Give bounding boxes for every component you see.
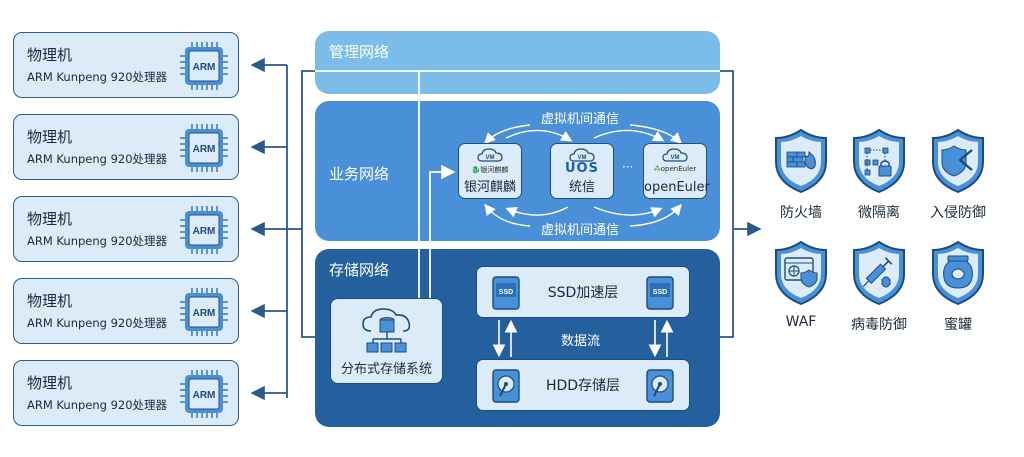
vm-cloud-icon: VM xyxy=(569,148,595,162)
micro-segmentation-icon xyxy=(853,128,905,194)
vm-ellipsis: ··· xyxy=(622,160,634,174)
pm-subtitle: ARM Kunpeng 920处理器 xyxy=(27,398,168,412)
security-label: 病毒防御 xyxy=(851,317,907,333)
ssd-icon: SSD xyxy=(646,276,674,310)
distributed-storage-label: 分布式存储系统 xyxy=(340,362,432,377)
right-bracket-line xyxy=(720,70,734,338)
svg-text:VM: VM xyxy=(578,155,587,161)
firewall-icon xyxy=(775,128,827,194)
arm-chip-icon: ARM xyxy=(180,42,228,90)
management-network-label: 管理网络 xyxy=(329,43,390,61)
arm-chip-icon: ARM xyxy=(180,370,228,418)
vm-openeuler: VM ⁂openEuler openEuler xyxy=(643,143,710,199)
vm-os-name: 银河麒麟 xyxy=(463,180,516,195)
physical-machine-4: 物理机 ARM Kunpeng 920处理器 ARM xyxy=(13,278,239,344)
vm-comm-label-bottom: 虚拟机间通信 xyxy=(541,223,620,238)
vm-kylin: VM 🐉银河麒麟 银河麒麟 xyxy=(458,143,522,199)
security-label: 微隔离 xyxy=(858,205,900,221)
security-intrusion-prevention: 入侵防御 xyxy=(923,128,993,222)
chip-label: ARM xyxy=(193,308,216,319)
distributed-storage-box: 分布式存储系统 xyxy=(330,298,443,384)
openeuler-logo-icon: ⁂openEuler xyxy=(653,165,697,173)
arm-chip-icon: ARM xyxy=(180,288,228,336)
vm-cloud-icon: VM xyxy=(662,148,688,162)
hdd-layer: HDD存储层 xyxy=(476,359,690,411)
uos-logo-icon: UOS xyxy=(565,161,599,176)
arm-chip-icon: ARM xyxy=(180,206,228,254)
distributed-storage-icon xyxy=(362,308,411,353)
chip-label: ARM xyxy=(193,62,216,73)
svg-text:VM: VM xyxy=(671,155,680,161)
arm-chip-icon: ARM xyxy=(180,124,228,172)
kylin-logo-icon: 🐉银河麒麟 xyxy=(471,166,509,174)
pm-subtitle: ARM Kunpeng 920处理器 xyxy=(27,234,168,248)
security-waf: WAF xyxy=(766,240,836,330)
management-network: 管理网络 xyxy=(315,31,720,94)
ssd-layer-label: SSD加速层 xyxy=(547,285,619,301)
security-label: 防火墙 xyxy=(780,205,822,221)
pm-subtitle: ARM Kunpeng 920处理器 xyxy=(27,316,168,330)
pm-title: 物理机 xyxy=(27,210,73,228)
left-bracket-line xyxy=(301,70,315,338)
hdd-icon xyxy=(492,369,520,403)
vm-cloud-icon: VM xyxy=(477,148,503,162)
ssd-icon: SSD xyxy=(492,276,520,310)
pm-subtitle: ARM Kunpeng 920处理器 xyxy=(27,70,168,84)
arrow-to-vm xyxy=(429,164,456,298)
vm-comm-label-top: 虚拟机间通信 xyxy=(541,112,620,127)
physical-machine-5: 物理机 ARM Kunpeng 920处理器 ARM xyxy=(13,360,239,426)
pm-title: 物理机 xyxy=(27,292,73,310)
security-label: 入侵防御 xyxy=(930,205,986,221)
physical-machine-3: 物理机 ARM Kunpeng 920处理器 ARM xyxy=(13,196,239,262)
vm-os-name: openEuler xyxy=(644,180,710,195)
security-antivirus: 病毒防御 xyxy=(844,240,914,334)
business-network-label: 业务网络 xyxy=(329,165,390,183)
ssd-layer: SSD SSD加速层 SSD xyxy=(476,266,690,318)
physical-machine-2: 物理机 ARM Kunpeng 920处理器 ARM xyxy=(13,114,239,180)
data-flow-label: 数据流 xyxy=(561,334,601,349)
physical-machine-1: 物理机 ARM Kunpeng 920处理器 ARM xyxy=(13,32,239,98)
svg-text:VM: VM xyxy=(486,155,495,161)
security-label: WAF xyxy=(785,314,817,330)
vm-uos: VM UOS 统信 xyxy=(550,143,614,199)
chip-label: ARM xyxy=(193,390,216,401)
svg-text:SSD: SSD xyxy=(499,289,513,296)
honeypot-icon xyxy=(932,240,984,306)
pm-subtitle: ARM Kunpeng 920处理器 xyxy=(27,152,168,166)
chip-label: ARM xyxy=(193,226,216,237)
security-firewall: 防火墙 xyxy=(766,128,836,222)
security-label: 蜜罐 xyxy=(944,317,972,333)
antivirus-icon xyxy=(853,240,905,306)
hdd-layer-label: HDD存储层 xyxy=(545,378,621,394)
security-micro-segmentation: 微隔离 xyxy=(844,128,914,222)
vm-os-name: 统信 xyxy=(568,180,595,195)
pm-title: 物理机 xyxy=(27,374,73,392)
svg-text:SSD: SSD xyxy=(653,289,667,296)
pm-title: 物理机 xyxy=(27,128,73,146)
intrusion-prevention-icon xyxy=(932,128,984,194)
storage-network-label: 存储网络 xyxy=(329,261,390,279)
waf-icon xyxy=(775,240,827,306)
security-honeypot: 蜜罐 xyxy=(923,240,993,334)
hdd-icon xyxy=(646,369,674,403)
pm-title: 物理机 xyxy=(27,46,73,64)
chip-label: ARM xyxy=(193,144,216,155)
